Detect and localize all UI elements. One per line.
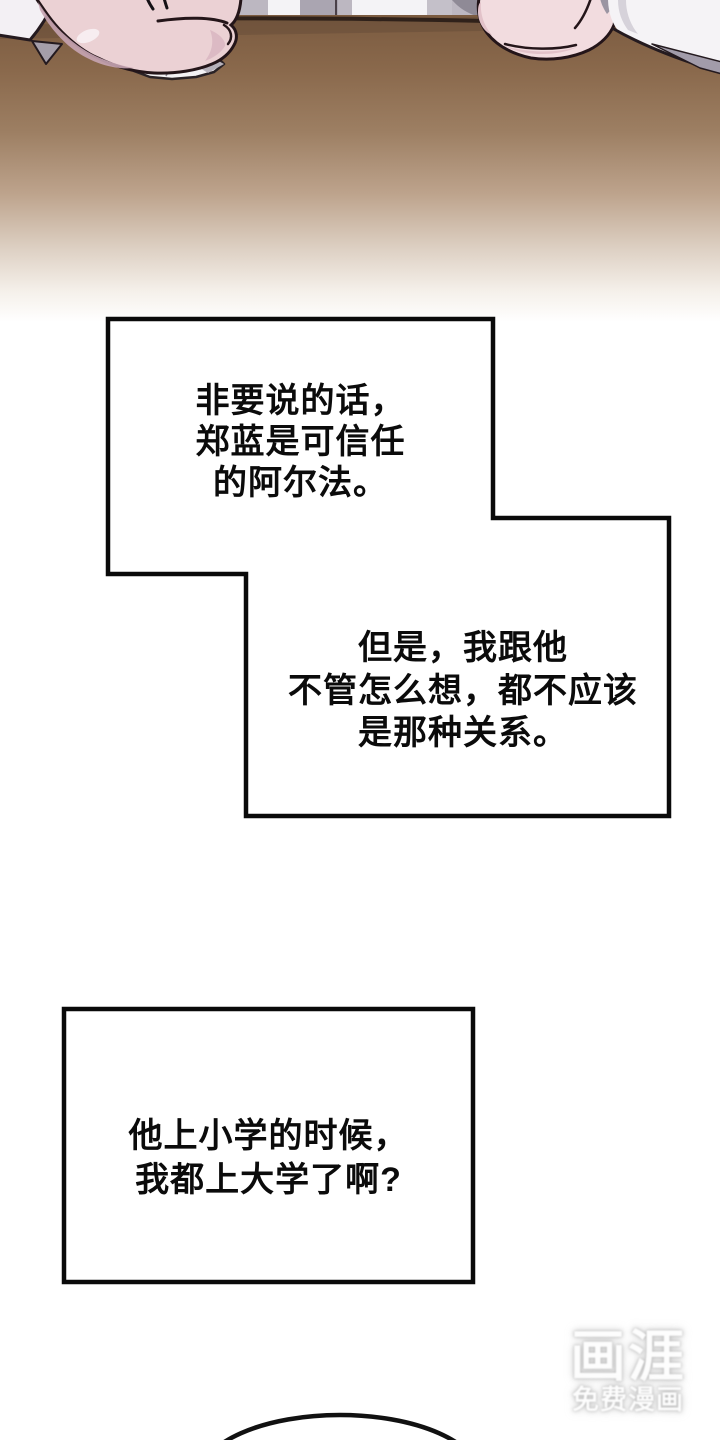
right-sleeve: [600, 0, 720, 75]
thought-box-3-outline: [61, 1006, 476, 1285]
left-fist: [35, 0, 243, 75]
thought-text-3-line1: 他上小学的时候，: [128, 1117, 409, 1155]
thought-text-1-line1: 非要说的话，: [195, 382, 406, 420]
thought-text-1-line2: 郑蓝是可信任: [195, 423, 406, 461]
knuckle-crease: [156, 16, 229, 25]
thought-text-2-line2: 不管怎么想，都不应该: [288, 671, 638, 710]
thought-text-2: 但是，我跟他 不管怎么想，都不应该 是那种关系。: [256, 627, 670, 755]
thought-box-1-2-outline: [105, 316, 672, 819]
fist-highlight: [76, 28, 100, 44]
knuckle-marks: [146, 0, 169, 11]
thought-text-3-line2: 我都上大学了啊?: [135, 1161, 402, 1199]
thought-text-2-line1: 但是，我跟他: [358, 629, 568, 667]
bottom-speech-bubble-arc: [223, 1412, 457, 1440]
panel-artwork: [0, 0, 720, 335]
thought-text-1: 非要说的话， 郑蓝是可信任 的阿尔法。: [108, 381, 493, 504]
thought-text-3: 他上小学的时候， 我都上大学了啊?: [64, 1114, 473, 1202]
thought-text-2-line3: 是那种关系。: [358, 714, 568, 752]
watermark-logo: 画涯: [570, 1325, 686, 1388]
right-fist: [476, 0, 618, 61]
watermark-subtitle: 免费漫画: [572, 1385, 684, 1415]
thought-text-1-line3: 的阿尔法。: [213, 464, 388, 502]
